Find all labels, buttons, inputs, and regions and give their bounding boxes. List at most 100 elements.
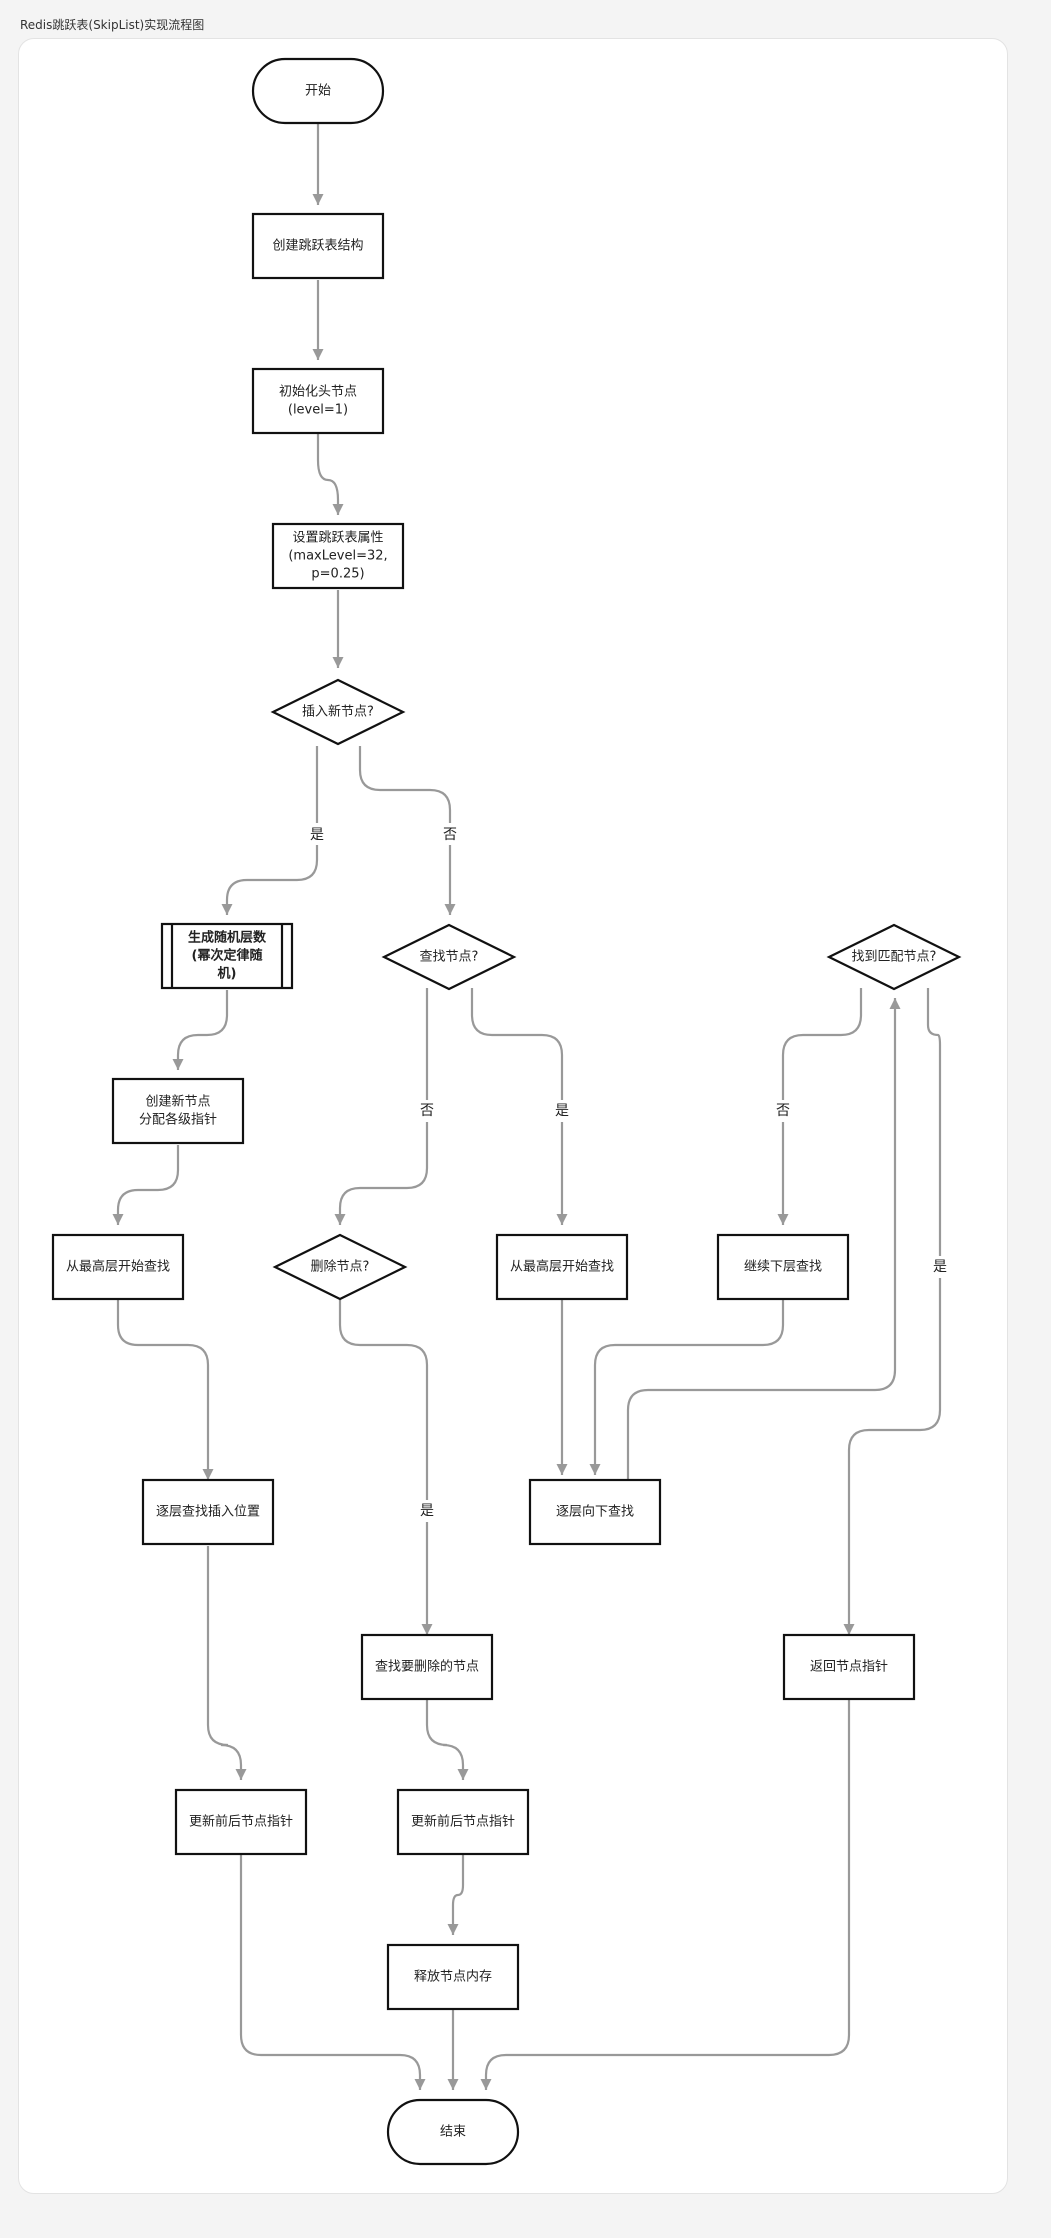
- edge-update-end-arrowhead: [414, 2079, 426, 2090]
- search-from-top-find-step-label: 从最高层开始查找: [510, 1259, 614, 1275]
- edge-search-findpos: [116, 1300, 210, 1480]
- continue-lower-level-step-label: 继续下层查找: [744, 1260, 822, 1275]
- svg-text:是: 是: [933, 1259, 947, 1275]
- random-level-subroutine-label: 机): [218, 966, 237, 982]
- insert-node-decision: 插入新节点?: [270, 678, 406, 746]
- search-from-top-find-step-shape: [495, 1233, 629, 1301]
- update-pointers-delete-step: 更新前后节点指针: [396, 1788, 530, 1856]
- svg-text:否: 否: [776, 1103, 790, 1119]
- update-pointers-delete-step-label: 更新前后节点指针: [411, 1814, 515, 1830]
- edge-createnode-search: [116, 1145, 180, 1225]
- end-terminal: 结束: [386, 2098, 520, 2166]
- edge-createnode-search-arrowhead: [112, 1214, 124, 1225]
- edge-return-end: [484, 1700, 851, 2090]
- insert-node-decision-shape: [270, 678, 406, 746]
- edge-set-insert-arrowhead: [332, 657, 344, 668]
- search-downward-step-shape: [528, 1478, 662, 1546]
- edge-label-insert-yes: 是: [305, 823, 327, 845]
- init-head-node-step-shape: [251, 367, 385, 435]
- svg-text:否: 否: [420, 1103, 434, 1119]
- set-attributes-step-label: p=0.25): [311, 567, 364, 582]
- edge-findpos-update: [206, 1546, 243, 1780]
- edge-match-yes: [847, 988, 942, 1635]
- find-delete-node-step: 查找要删除的节点: [360, 1633, 494, 1701]
- edge-label-match-no: 否: [772, 1100, 794, 1122]
- find-node-decision-shape: [381, 923, 517, 991]
- create-structure-step: 创建跳跃表结构: [251, 212, 385, 280]
- edge-label-insert-no: 否: [439, 823, 461, 845]
- find-node-decision-label: 查找节点?: [420, 950, 479, 965]
- edge-match-no-arrowhead: [777, 1214, 789, 1225]
- edge-update-free-arrowhead: [447, 1924, 459, 1935]
- edge-genlevel-create: [176, 990, 229, 1070]
- free-node-memory-step-label: 释放节点内存: [414, 1969, 492, 1985]
- edge-update-end: [239, 1855, 422, 2090]
- free-node-memory-step: 释放节点内存: [386, 1943, 520, 2011]
- search-downward-step: 逐层向下查找: [528, 1478, 662, 1546]
- edge-delete-yes: [338, 1300, 429, 1635]
- edge-finddelete-update-arrowhead: [457, 1769, 469, 1780]
- delete-node-decision-shape: [272, 1233, 408, 1301]
- svg-text:否: 否: [443, 827, 457, 843]
- svg-text:是: 是: [555, 1103, 569, 1119]
- edge-init-set-arrowhead: [332, 504, 344, 515]
- svg-text:是: 是: [420, 1503, 434, 1519]
- return-pointer-step-label: 返回节点指针: [810, 1660, 888, 1675]
- return-pointer-step: 返回节点指针: [782, 1633, 916, 1701]
- edge-next-down: [593, 1300, 785, 1475]
- edge-match-yes-arrowhead: [843, 1624, 855, 1635]
- edge-return-end-arrowhead: [480, 2079, 492, 2090]
- edge-match-no: [781, 988, 863, 1225]
- edge-label-match-yes: 是: [929, 1256, 951, 1278]
- search-from-top-find-step: 从最高层开始查找: [495, 1233, 629, 1301]
- edge-label-find-yes: 是: [551, 1100, 573, 1122]
- set-attributes-step-label: 设置跳跃表属性: [292, 531, 383, 546]
- update-pointers-delete-step-shape: [396, 1788, 530, 1856]
- start-terminal-label: 开始: [305, 84, 331, 99]
- insert-node-decision-label: 插入新节点?: [302, 704, 374, 720]
- start-terminal: 开始: [251, 57, 385, 125]
- search-from-top-insert-step-label: 从最高层开始查找: [66, 1259, 170, 1275]
- edge-update-free: [451, 1855, 465, 1935]
- search-from-top-insert-step-shape: [51, 1233, 185, 1301]
- set-attributes-step-label: (maxLevel=32,: [288, 549, 387, 564]
- return-pointer-step-shape: [782, 1633, 916, 1701]
- update-pointers-insert-step: 更新前后节点指针: [174, 1788, 308, 1856]
- edge-insert-yes-arrowhead: [221, 904, 233, 915]
- page-title: Redis跳跃表(SkipList)实现流程图: [20, 18, 205, 32]
- find-insert-position-step-label: 逐层查找插入位置: [156, 1505, 260, 1520]
- continue-lower-level-step-shape: [716, 1233, 850, 1301]
- find-insert-position-step: 逐层查找插入位置: [141, 1478, 275, 1546]
- edge-insert-no-arrowhead: [444, 904, 456, 915]
- random-level-subroutine-shape: [160, 922, 294, 990]
- edge-insert-no: [358, 746, 452, 915]
- free-node-memory-step-shape: [386, 1943, 520, 2011]
- edge-find-no-arrowhead: [334, 1214, 346, 1225]
- init-head-node-step-label: 初始化头节点: [279, 385, 357, 400]
- search-downward-step-label: 逐层向下查找: [556, 1504, 634, 1520]
- set-attributes-step: 设置跳跃表属性 (maxLevel=32, p=0.25): [271, 522, 405, 590]
- create-node-step-label: 分配各级指针: [139, 1112, 217, 1128]
- init-head-node-step: 初始化头节点(level=1): [251, 367, 385, 435]
- create-structure-step-label: 创建跳跃表结构: [272, 239, 363, 254]
- find-node-decision: 查找节点?: [381, 923, 517, 991]
- update-pointers-insert-step-shape: [174, 1788, 308, 1856]
- edge-find-no: [338, 988, 429, 1225]
- edge-insert-yes: [225, 746, 319, 915]
- edge-down-match: [626, 998, 897, 1481]
- edge-label-delete-yes: 是: [416, 1500, 438, 1522]
- edge-findpos-update-arrowhead: [235, 1769, 247, 1780]
- delete-node-decision-label: 删除节点?: [311, 1260, 370, 1275]
- search-from-top-insert-step: 从最高层开始查找: [51, 1233, 185, 1301]
- edge-next-down-arrowhead: [589, 1464, 601, 1475]
- update-pointers-insert-step-label: 更新前后节点指针: [189, 1814, 293, 1830]
- edge-free-end-arrowhead: [447, 2079, 459, 2090]
- svg-text:是: 是: [310, 827, 324, 843]
- edge-start-create-arrowhead: [312, 194, 324, 205]
- match-node-decision-shape: [826, 923, 962, 991]
- find-insert-position-step-shape: [141, 1478, 275, 1546]
- edge-find-yes-arrowhead: [556, 1214, 568, 1225]
- edge-search-findpos-arrowhead: [202, 1469, 214, 1480]
- edge-down-match-arrowhead: [889, 998, 901, 1009]
